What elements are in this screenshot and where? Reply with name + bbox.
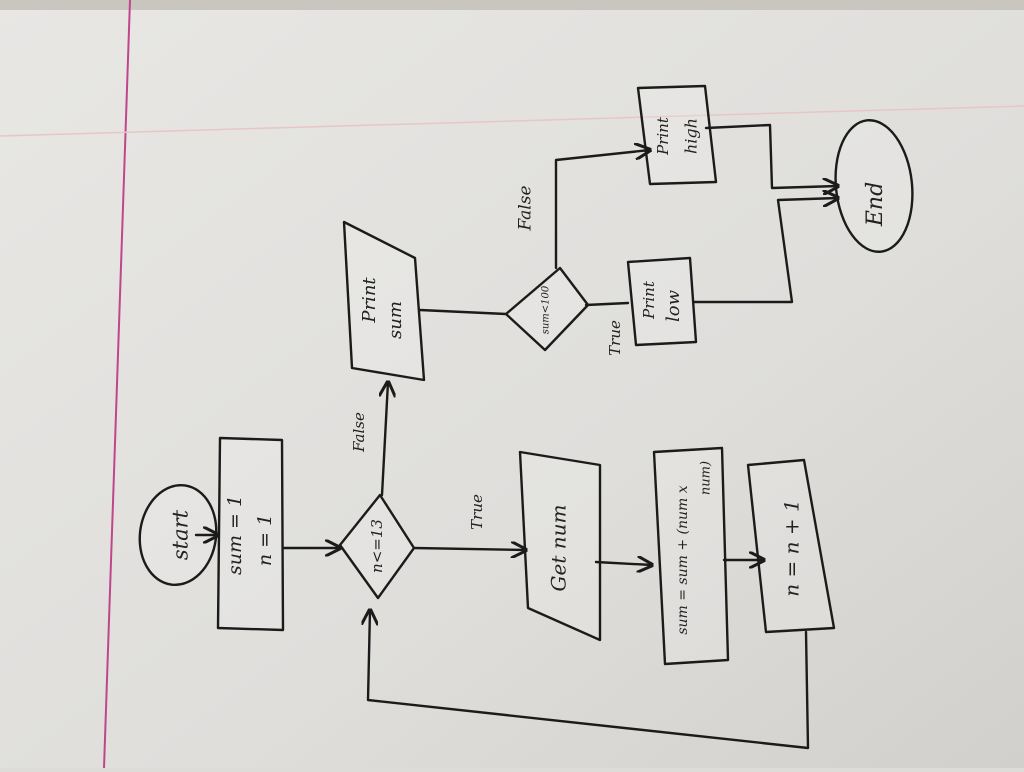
print-high-node: Print high bbox=[636, 84, 718, 186]
arrow-sumcondition-false-to-high bbox=[554, 150, 650, 270]
end-node: End bbox=[834, 119, 914, 253]
increment-node: n = n + 1 bbox=[746, 458, 836, 634]
print-high-label-a: Print bbox=[654, 116, 672, 156]
sum-true-label: True bbox=[606, 320, 624, 356]
arrow-printsum-to-sumcondition bbox=[418, 308, 508, 316]
arrow-high-to-end bbox=[704, 123, 838, 188]
sum-condition-node: sum<100 bbox=[504, 266, 590, 352]
arrow-sumcondition-true-to-low bbox=[584, 301, 630, 307]
print-high-label-b: high bbox=[682, 118, 701, 154]
get-num-label: Get num bbox=[547, 505, 571, 592]
arrow-getnum-to-update bbox=[594, 562, 652, 565]
print-sum-label-a: Print bbox=[359, 277, 380, 324]
update-sum-node: sum = sum + (num x num) bbox=[652, 446, 730, 666]
init-n-label: n = 1 bbox=[254, 514, 276, 566]
print-low-node: Print low bbox=[626, 256, 698, 347]
get-num-node: Get num bbox=[518, 450, 602, 642]
start-label: start bbox=[169, 509, 193, 560]
loop-true-label: True bbox=[468, 494, 486, 530]
loop-condition-node: n<=13 bbox=[338, 493, 416, 600]
arrow-condition-true-to-getnum bbox=[412, 548, 526, 550]
print-low-label-a: Print bbox=[640, 280, 658, 320]
end-label: End bbox=[863, 182, 888, 227]
increment-label: n = n + 1 bbox=[780, 499, 804, 596]
update-sum-label-b: num) bbox=[699, 461, 714, 495]
arrow-low-to-end bbox=[692, 198, 838, 304]
sum-condition-label: sum<100 bbox=[541, 285, 552, 334]
margin-line bbox=[103, 0, 131, 769]
start-node: start bbox=[138, 484, 218, 586]
arrow-loop-back bbox=[368, 610, 810, 750]
rule-line bbox=[0, 105, 1024, 137]
init-process-node: sum = 1 n = 1 bbox=[216, 436, 285, 632]
page-top-edge bbox=[0, 0, 1024, 10]
print-low-label-b: low bbox=[663, 289, 684, 322]
loop-false-label: False bbox=[350, 412, 368, 453]
update-sum-label-a: sum = sum + (num x bbox=[675, 485, 691, 634]
print-sum-node: Print sum bbox=[342, 220, 426, 382]
connectors bbox=[194, 123, 838, 750]
arrow-condition-false-to-printsum bbox=[382, 382, 388, 497]
init-sum-label: sum = 1 bbox=[224, 495, 246, 575]
sum-false-label: False bbox=[516, 186, 536, 232]
loop-condition-label: n<=13 bbox=[368, 519, 386, 573]
print-sum-label-b: sum bbox=[385, 301, 406, 339]
